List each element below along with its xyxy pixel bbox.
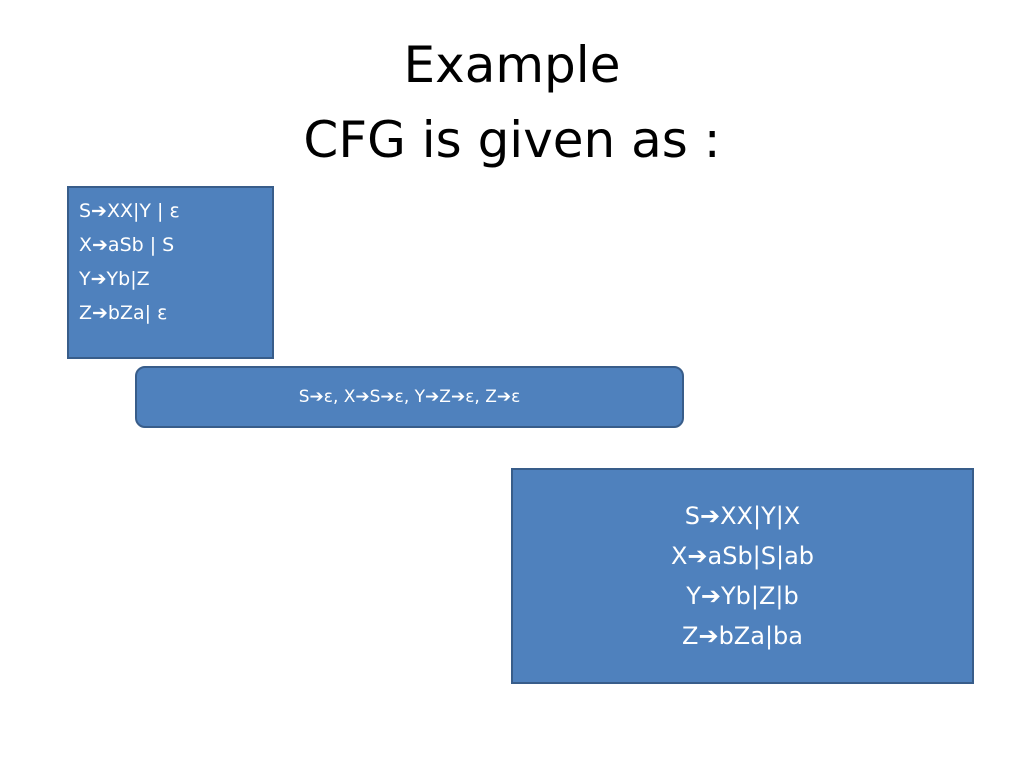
grammar-rule-z: Z➔bZa| ε <box>79 302 168 324</box>
result-rule-z: Z➔bZa|ba <box>682 622 803 650</box>
title-line-cfg: CFG is given as : <box>303 111 721 169</box>
title-line-example: Example <box>403 36 621 94</box>
result-rule-s: S➔XX|Y|X <box>684 502 801 530</box>
grammar-rule-s: S➔XX|Y | ε <box>79 200 180 222</box>
slide-title: Example CFG is given as : <box>0 28 1024 178</box>
nullable-derivations-box: S➔ε, X➔S➔ε, Y➔Z➔ε, Z➔ε <box>135 366 684 428</box>
nullable-derivations-text: S➔ε, X➔S➔ε, Y➔Z➔ε, Z➔ε <box>298 387 521 407</box>
result-rule-x: X➔aSb|S|ab <box>670 542 815 570</box>
result-grammar-box: S➔XX|Y|X X➔aSb|S|ab Y➔Yb|Z|b Z➔bZa|ba <box>511 468 974 684</box>
grammar-rule-x: X➔aSb | S <box>79 234 175 256</box>
original-grammar-box: S➔XX|Y | ε X➔aSb | S Y➔Yb|Z Z➔bZa| ε <box>67 186 274 359</box>
grammar-rule-y: Y➔Yb|Z <box>79 268 150 290</box>
result-rule-y: Y➔Yb|Z|b <box>686 582 799 610</box>
